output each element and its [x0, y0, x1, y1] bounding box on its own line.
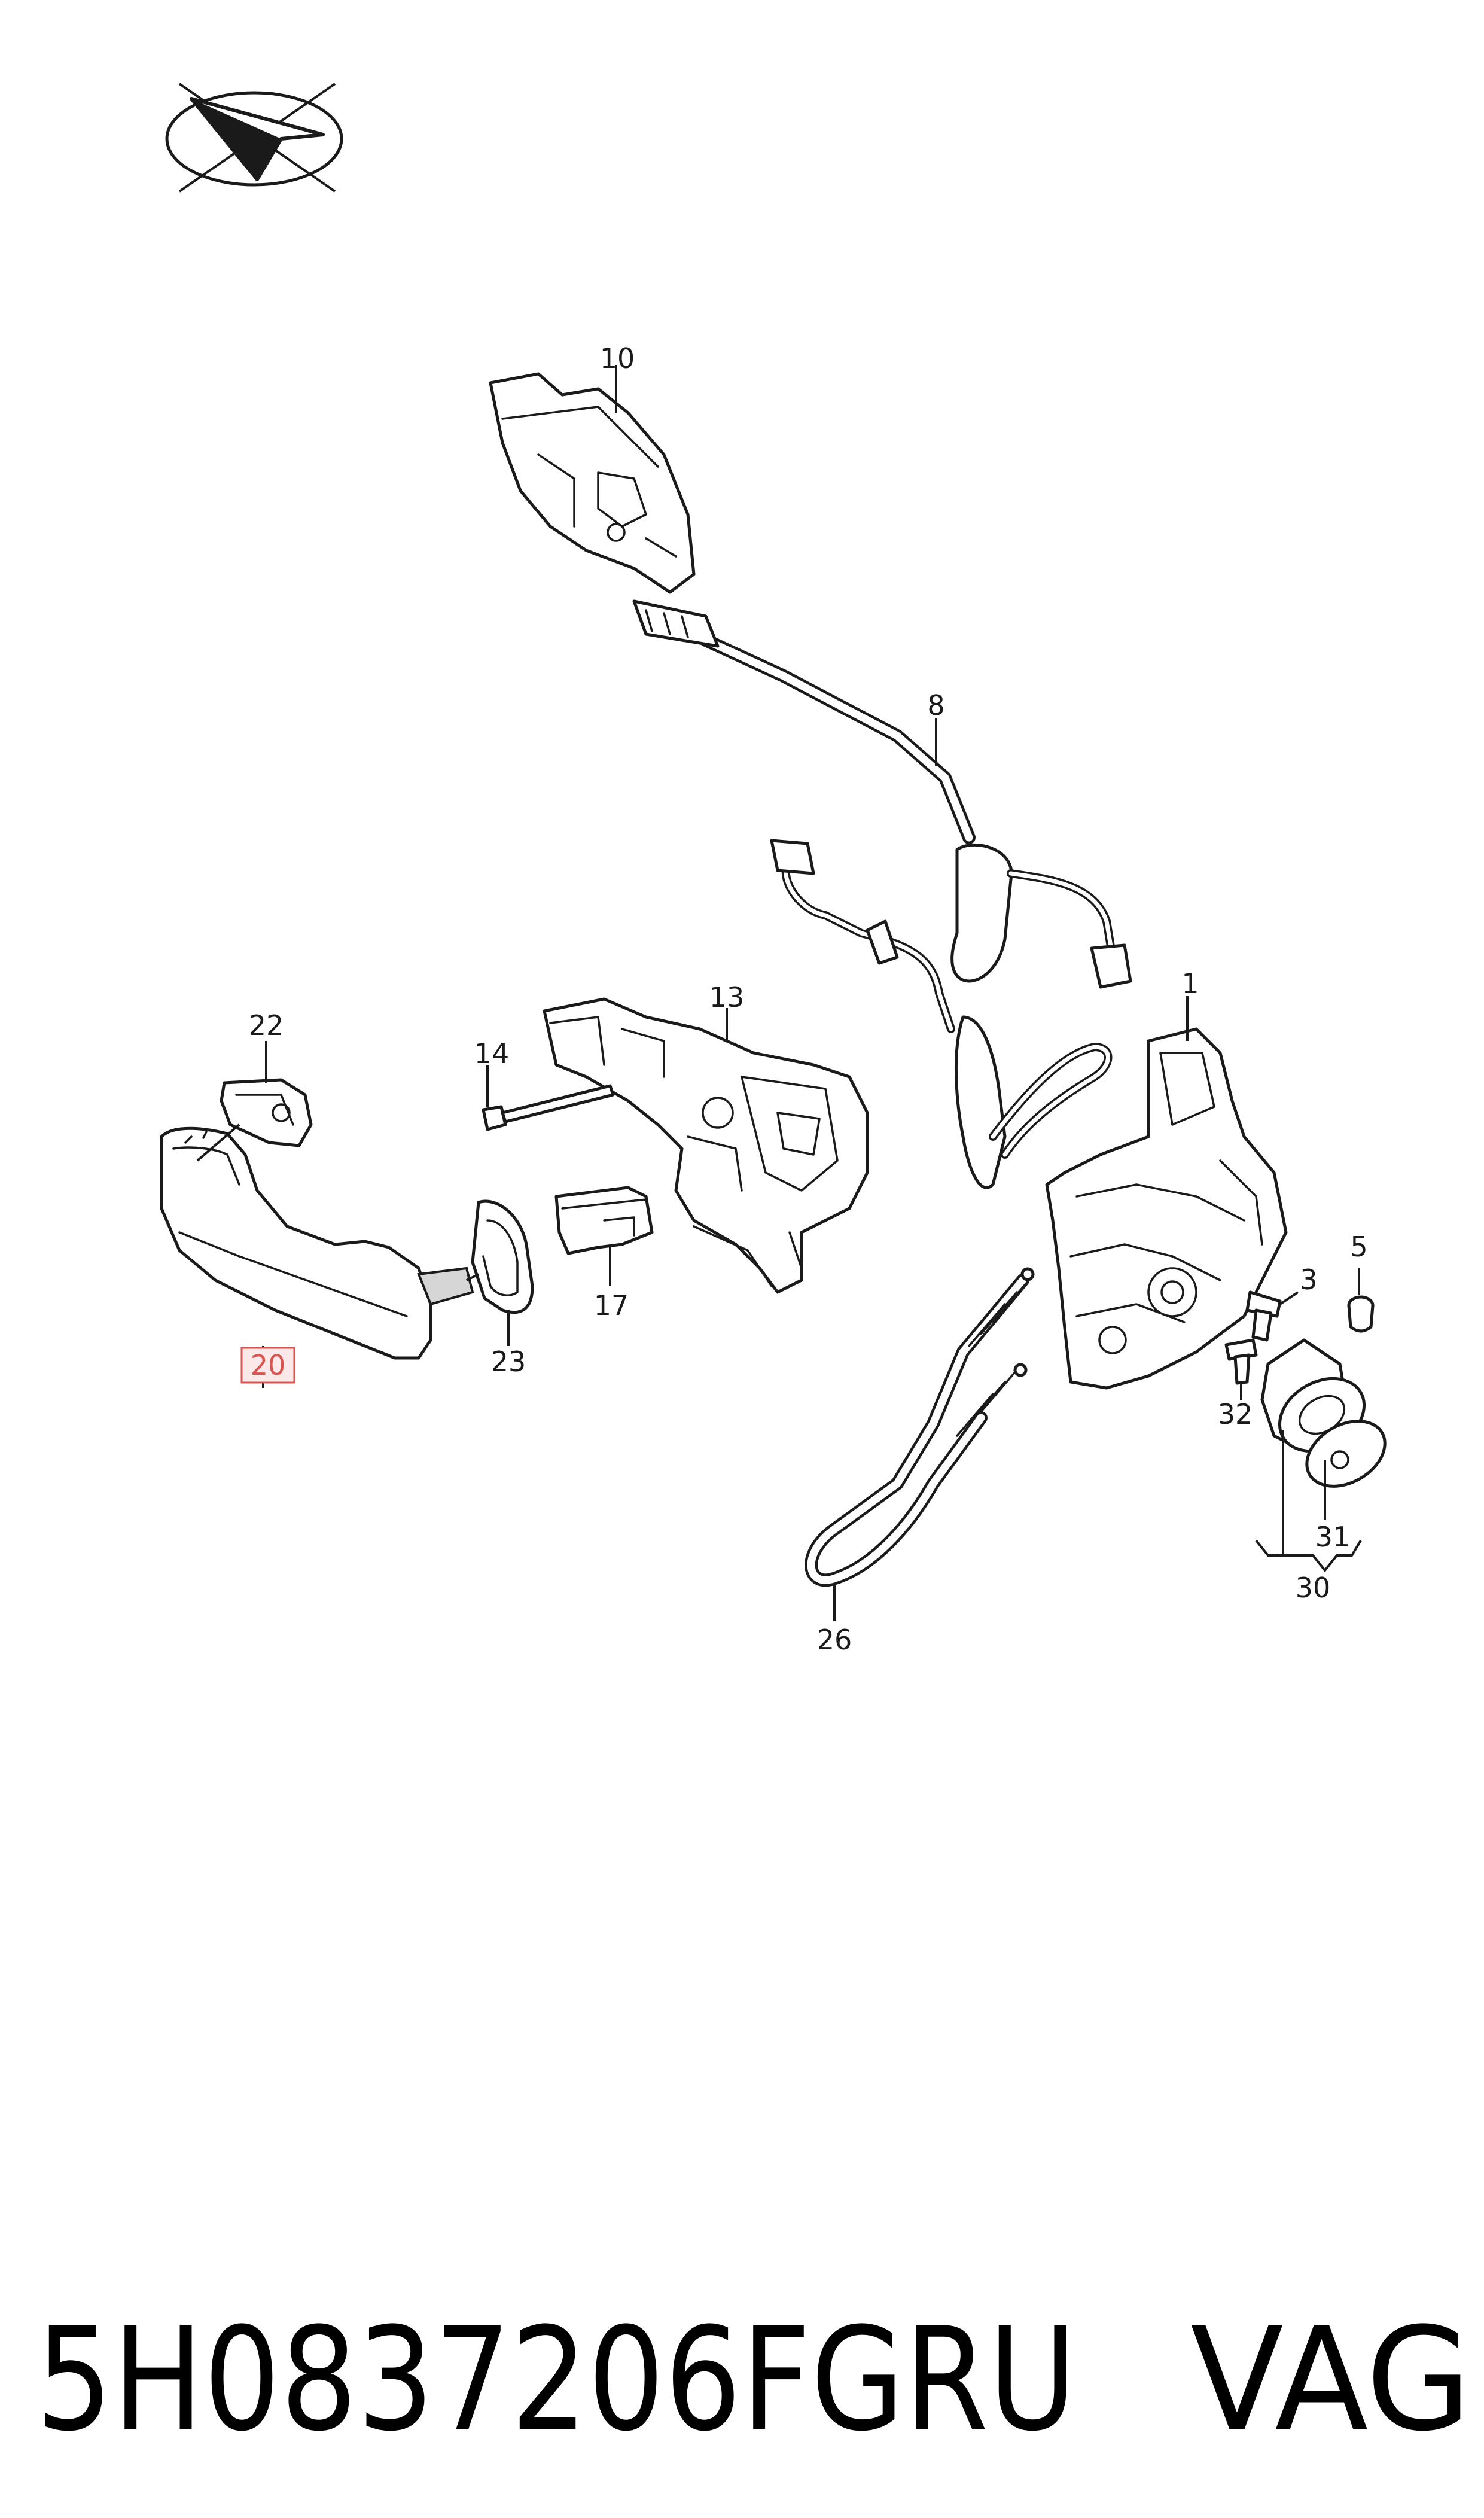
part-20-door-handle [160, 1126, 474, 1360]
callout-26: 26 [817, 1624, 852, 1656]
part-26-release-cable [805, 1267, 1035, 1587]
direction-arrow-icon [165, 83, 343, 193]
part-10-bracket [489, 372, 696, 594]
part-31-gasket [1305, 1420, 1387, 1488]
brand-name: VAG [1190, 2297, 1471, 2463]
footer: 5H0837206FGRU VAG [36, 2297, 1471, 2463]
part-23-seal [471, 1199, 534, 1314]
callout-10: 10 [600, 342, 635, 374]
part-22-cover-cap [220, 1078, 313, 1147]
callout-31: 31 [1315, 1521, 1351, 1553]
part-13-handle-carrier [543, 997, 869, 1294]
part-17-insert [554, 1186, 654, 1255]
callout-17: 17 [594, 1289, 629, 1322]
callout-labels: 10 8 1 13 14 22 20 23 17 3 5 32 31 30 26 [240, 342, 1368, 1656]
callout-5: 5 [1350, 1231, 1367, 1263]
callout-23: 23 [491, 1345, 526, 1378]
callout-1: 1 [1181, 967, 1199, 1000]
part-5-cap [1347, 1295, 1375, 1333]
part-1-door-lock [1045, 1027, 1288, 1390]
part-32-bolt [1224, 1338, 1258, 1385]
callout-30: 30 [1296, 1572, 1331, 1604]
callout-13: 13 [709, 981, 745, 1013]
callout-32: 32 [1218, 1398, 1253, 1430]
callout-14: 14 [474, 1037, 510, 1070]
callout-20: 20 [251, 1349, 286, 1381]
part-14-screw [482, 1084, 615, 1131]
callout-20-highlight [240, 1347, 295, 1384]
callout-22: 22 [249, 1009, 284, 1042]
callout-3: 3 [1300, 1263, 1317, 1296]
leader-lines [196, 365, 1362, 1621]
part-3-screw [1245, 1290, 1282, 1342]
part-number: 5H0837206FGRU [36, 2297, 1077, 2463]
callout-8: 8 [927, 689, 944, 721]
part-8-cable [632, 599, 1132, 1189]
